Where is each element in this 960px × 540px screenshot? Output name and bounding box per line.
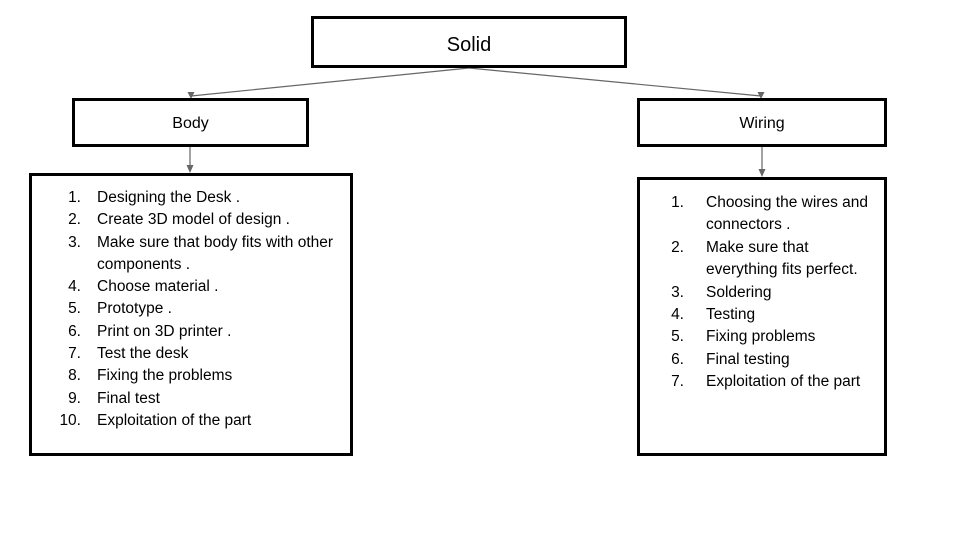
step-number: 2. xyxy=(671,238,684,256)
step-number: 3. xyxy=(671,283,684,301)
list-item: 1. Designing the Desk . xyxy=(37,187,344,209)
step-text: Designing the Desk . xyxy=(97,189,241,206)
list-item: 7. Test the desk xyxy=(37,343,344,365)
connector-solid-to-body xyxy=(190,67,470,97)
body-steps-list: 1. Designing the Desk . 2. Create 3D mod… xyxy=(32,176,350,432)
list-item: 8. Fixing the problems xyxy=(37,365,344,387)
step-number: 5. xyxy=(671,328,684,346)
step-number: 8. xyxy=(68,367,81,385)
step-text: Prototype . xyxy=(97,300,172,318)
step-number: 6. xyxy=(671,350,684,368)
step-text: Print on 3D printer . xyxy=(97,322,232,340)
list-item: 7. Exploitation of the part xyxy=(648,371,876,393)
step-text: Soldering xyxy=(706,283,772,301)
list-item: 2. Make sure that everything fits perfec… xyxy=(648,237,876,282)
step-text: Make sure that body fits with other comp… xyxy=(97,233,334,273)
node-solid[interactable]: Solid xyxy=(311,16,627,68)
list-item: 4. Choose material . xyxy=(37,276,344,298)
step-text: Test the desk xyxy=(97,345,189,363)
list-item: 5. Fixing problems xyxy=(648,326,876,348)
step-text: Final test xyxy=(97,389,160,407)
step-text: Create 3D model of design . xyxy=(97,211,290,229)
list-item: 10. Exploitation of the part xyxy=(37,410,344,432)
step-number: 1. xyxy=(68,189,81,206)
step-number: 5. xyxy=(68,300,81,318)
node-body-label: Body xyxy=(172,115,209,132)
step-text: Make sure that everything fits perfect. xyxy=(706,238,858,279)
step-number: 1. xyxy=(671,194,684,211)
list-item: 1. Choosing the wires and connectors . xyxy=(648,192,876,237)
list-item: 5. Prototype . xyxy=(37,298,344,320)
step-text: Exploitation of the part xyxy=(97,411,252,429)
step-text: Testing xyxy=(706,306,756,324)
step-number: 3. xyxy=(68,233,81,251)
step-text: Fixing the problems xyxy=(97,367,233,385)
step-number: 10. xyxy=(59,411,81,429)
body-steps-box: 1. Designing the Desk . 2. Create 3D mod… xyxy=(29,173,353,456)
step-number: 7. xyxy=(68,345,81,363)
step-text: Fixing problems xyxy=(706,328,816,346)
step-number: 4. xyxy=(68,278,81,296)
list-item: 3. Make sure that body fits with other c… xyxy=(37,232,344,277)
step-number: 7. xyxy=(671,373,684,391)
list-item: 2. Create 3D model of design . xyxy=(37,209,344,231)
step-number: 6. xyxy=(68,322,81,340)
step-number: 4. xyxy=(671,306,684,324)
step-text: Choose material . xyxy=(97,278,219,296)
list-item: 9. Final test xyxy=(37,388,344,410)
step-number: 2. xyxy=(68,211,81,229)
step-text: Choosing the wires and connectors . xyxy=(706,194,868,234)
node-body[interactable]: Body xyxy=(72,98,309,147)
step-number: 9. xyxy=(68,389,81,407)
list-item: 3. Soldering xyxy=(648,282,876,304)
step-text: Final testing xyxy=(706,350,790,368)
list-item: 4. Testing xyxy=(648,304,876,326)
node-solid-label: Solid xyxy=(446,34,492,56)
wiring-steps-box: 1. Choosing the wires and connectors . 2… xyxy=(637,177,887,456)
wiring-steps-list: 1. Choosing the wires and connectors . 2… xyxy=(640,180,884,394)
arrowhead-wiring-list xyxy=(758,169,766,177)
list-item: 6. Final testing xyxy=(648,349,876,371)
list-item: 6. Print on 3D printer . xyxy=(37,321,344,343)
node-wiring-label: Wiring xyxy=(739,115,785,132)
arrowhead-body-list xyxy=(186,165,194,173)
step-text: Exploitation of the part xyxy=(706,373,861,391)
node-wiring[interactable]: Wiring xyxy=(637,98,887,147)
connector-solid-to-wiring xyxy=(468,67,762,97)
